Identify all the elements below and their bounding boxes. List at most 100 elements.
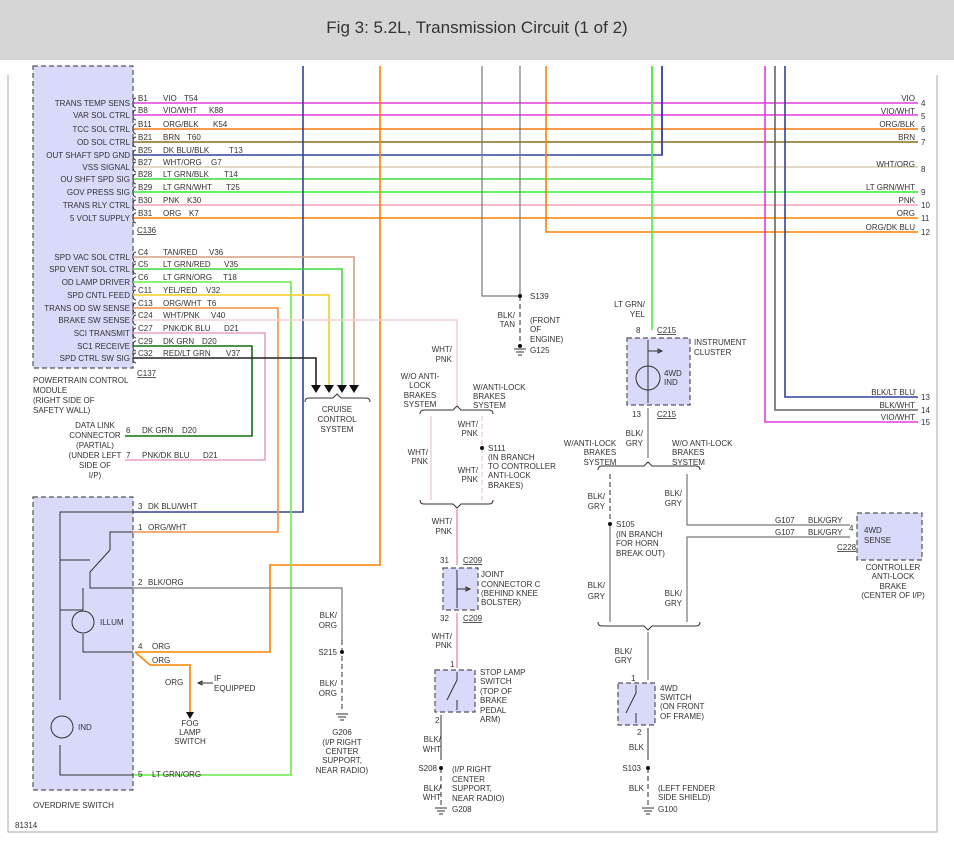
svg-text:4: 4 [138, 642, 143, 651]
pcm-pin-id: C6 [138, 273, 149, 282]
ground-g208: G208 [452, 805, 472, 814]
circuit-id: K7 [189, 209, 199, 218]
splice-note: FOR HORN [616, 539, 659, 548]
figure-header: Fig 3: 5.2L, Transmission Circuit (1 of … [0, 0, 954, 60]
pcm-name: SAFETY WALL) [33, 406, 91, 415]
ground-g100: G100 [658, 805, 678, 814]
stop-lamp-switch-box [434, 669, 476, 713]
wire-color: BLK/GRY [808, 516, 843, 525]
wire-color: BRN [163, 133, 180, 142]
wire-color: PNK [436, 355, 453, 364]
dlc-wire-color: PNK/DK BLU [142, 451, 190, 460]
stop-lamp-label: BRAKE [480, 696, 507, 705]
continuation-number: 5 [921, 112, 926, 121]
arrow-icon [337, 385, 347, 393]
wire-color: LT GRN/ORG [163, 273, 212, 282]
branch-label: W/O ANTI- [401, 372, 440, 381]
wire-color: WHT [423, 793, 441, 802]
wire-color: PNK [436, 641, 453, 650]
abs-controller-box [856, 512, 923, 561]
pcm-pin-label: OUT SHAFT SPD GND [46, 151, 130, 160]
wire-color: GRY [665, 599, 683, 608]
ground-location: SUPPORT, [322, 756, 362, 765]
pcm-pin-id: C5 [138, 260, 149, 269]
dlc-circuit: D20 [182, 426, 197, 435]
4wd-switch-label: 4WD [660, 684, 678, 693]
illum-bulb-icon [71, 610, 95, 634]
wire-color: YEL [630, 310, 646, 319]
wire-color: BLK/WHT [879, 401, 915, 410]
splice-note: BRAKES) [488, 481, 523, 490]
circuit-g107: G107 [775, 516, 795, 525]
wire-color: PNK/DK BLU [163, 324, 211, 333]
4wd-ind-label: 4WD [664, 369, 682, 378]
location: CENTER [452, 775, 485, 784]
pcm-pin-id: C24 [138, 311, 153, 320]
wire-vio-wht [764, 66, 918, 423]
svg-text:3: 3 [138, 502, 143, 511]
pcm-pin-id: B21 [138, 133, 153, 142]
joint-connector-label: (BEHIND KNEE [481, 589, 538, 598]
pcm-pin-label: TRANS OD SW SENSE [44, 304, 130, 313]
cluster-label: CLUSTER [694, 348, 732, 357]
branch-label: BRAKES [672, 448, 704, 457]
4wd-ind-label: IND [664, 378, 678, 387]
pcm-pin-id: B25 [138, 146, 153, 155]
connector-c228: C228 [837, 543, 857, 552]
ground-icon [435, 807, 447, 815]
4wd-ind-bulb-icon [635, 365, 661, 391]
pcm-pin-label: SPD VENT SOL CTRL [49, 265, 130, 274]
connector-c209: C209 [463, 614, 483, 623]
pcm-pin-label: SPD CNTL FEED [67, 291, 130, 300]
circuit-id: V36 [209, 248, 224, 257]
wire-gray [481, 66, 520, 297]
dlc-pin: 6 [126, 426, 131, 435]
cluster-label: INSTRUMENT [694, 338, 747, 347]
pcm-pin-label: SC1 RECEIVE [77, 342, 130, 351]
continuation-number: 4 [921, 99, 926, 108]
wire-color: VIO [163, 94, 177, 103]
connector-c215: C215 [657, 326, 677, 335]
wire-color: BLK/ [615, 647, 633, 656]
circuit-id: T14 [224, 170, 238, 179]
circuit-id: V37 [226, 349, 241, 358]
circuit-id: T13 [229, 146, 243, 155]
wire-color: ORG [319, 689, 337, 698]
4wd-switch-label: (ON FRONT [660, 702, 705, 711]
pcm-pin-label: VAR SOL CTRL [73, 111, 130, 120]
wire-color: WHT [423, 745, 441, 754]
continuation-number: 7 [921, 138, 926, 147]
wire-color: DK GRN [163, 337, 194, 346]
diagram-frame [7, 75, 938, 833]
pcm-pin-id: C13 [138, 299, 153, 308]
figure-title: Fig 3: 5.2L, Transmission Circuit (1 of … [326, 18, 628, 37]
wire-color: TAN [500, 320, 516, 329]
wire-color: BLK/ [588, 492, 606, 501]
wire-color: BLK/ [424, 735, 442, 744]
wire-color: ORG [319, 621, 337, 630]
circuit-g107: G107 [775, 528, 795, 537]
branch-label: W/O ANTI-LOCK [672, 439, 733, 448]
wire-color: WHT/ [458, 466, 479, 475]
pcm-pin-label: TCC SOL CTRL [73, 125, 131, 134]
pcm-pin-id: B30 [138, 196, 153, 205]
connector-c136: C136 [137, 226, 157, 235]
splice-note: ANTI-LOCK [488, 471, 531, 480]
wire-color: LT GRN/RED [163, 260, 211, 269]
pin-terminal-icon [132, 109, 137, 121]
pin-terminal-icon [132, 136, 137, 148]
branch-label: BRAKES [473, 392, 505, 401]
pcm-pin-id: B28 [138, 170, 153, 179]
pcm-name: POWERTRAIN CONTROL [33, 376, 129, 385]
pcm-pin-label: SPD CTRL SW SIG [60, 354, 130, 363]
pcm-pin-label: OU SHFT SPD SIG [60, 175, 130, 184]
pcm-pin-id: C11 [138, 286, 153, 295]
wire-blk-lt-blu [784, 66, 918, 398]
wire-color: VIO/WHT [881, 107, 915, 116]
connector-c209: C209 [463, 556, 483, 565]
pin-terminal-icon [132, 123, 137, 135]
circuit-id: D21 [224, 324, 239, 333]
wire-color: LT GRN/ [614, 300, 646, 309]
